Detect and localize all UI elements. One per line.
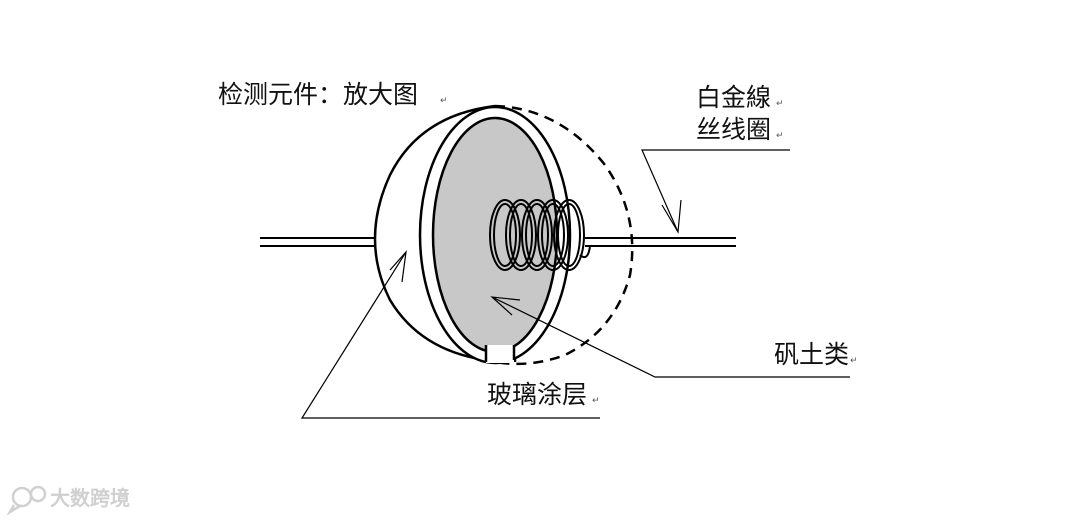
speech-bubble-logo-icon: [6, 485, 47, 516]
platinum-return-mark-1: ↵: [776, 99, 784, 109]
alumina-label: 矾土类: [774, 340, 849, 369]
leader-platinum: [641, 149, 790, 234]
glass-label: 玻璃涂层: [487, 380, 587, 409]
shell-gap: [486, 345, 514, 363]
watermark-text: 大数跨境: [50, 486, 130, 510]
title-return-mark: ↵: [440, 96, 448, 106]
platinum-return-mark-2: ↵: [776, 131, 784, 141]
glass-return-mark: ↵: [592, 396, 600, 406]
alumina-return-mark: ↵: [850, 356, 858, 366]
left-lead: [260, 237, 380, 247]
leader-alumina: [490, 296, 850, 378]
platinum-label-line1: 白金線: [696, 83, 771, 112]
platinum-label-line2: 丝线圈: [696, 115, 771, 144]
platinum-coil: [489, 199, 591, 271]
leader-glass: [300, 250, 600, 419]
title-label: 检测元件：放大图: [218, 80, 418, 109]
watermark: 大数跨境: [6, 485, 130, 516]
right-lead: [585, 237, 736, 247]
bead-dashed-outline: [494, 104, 634, 366]
